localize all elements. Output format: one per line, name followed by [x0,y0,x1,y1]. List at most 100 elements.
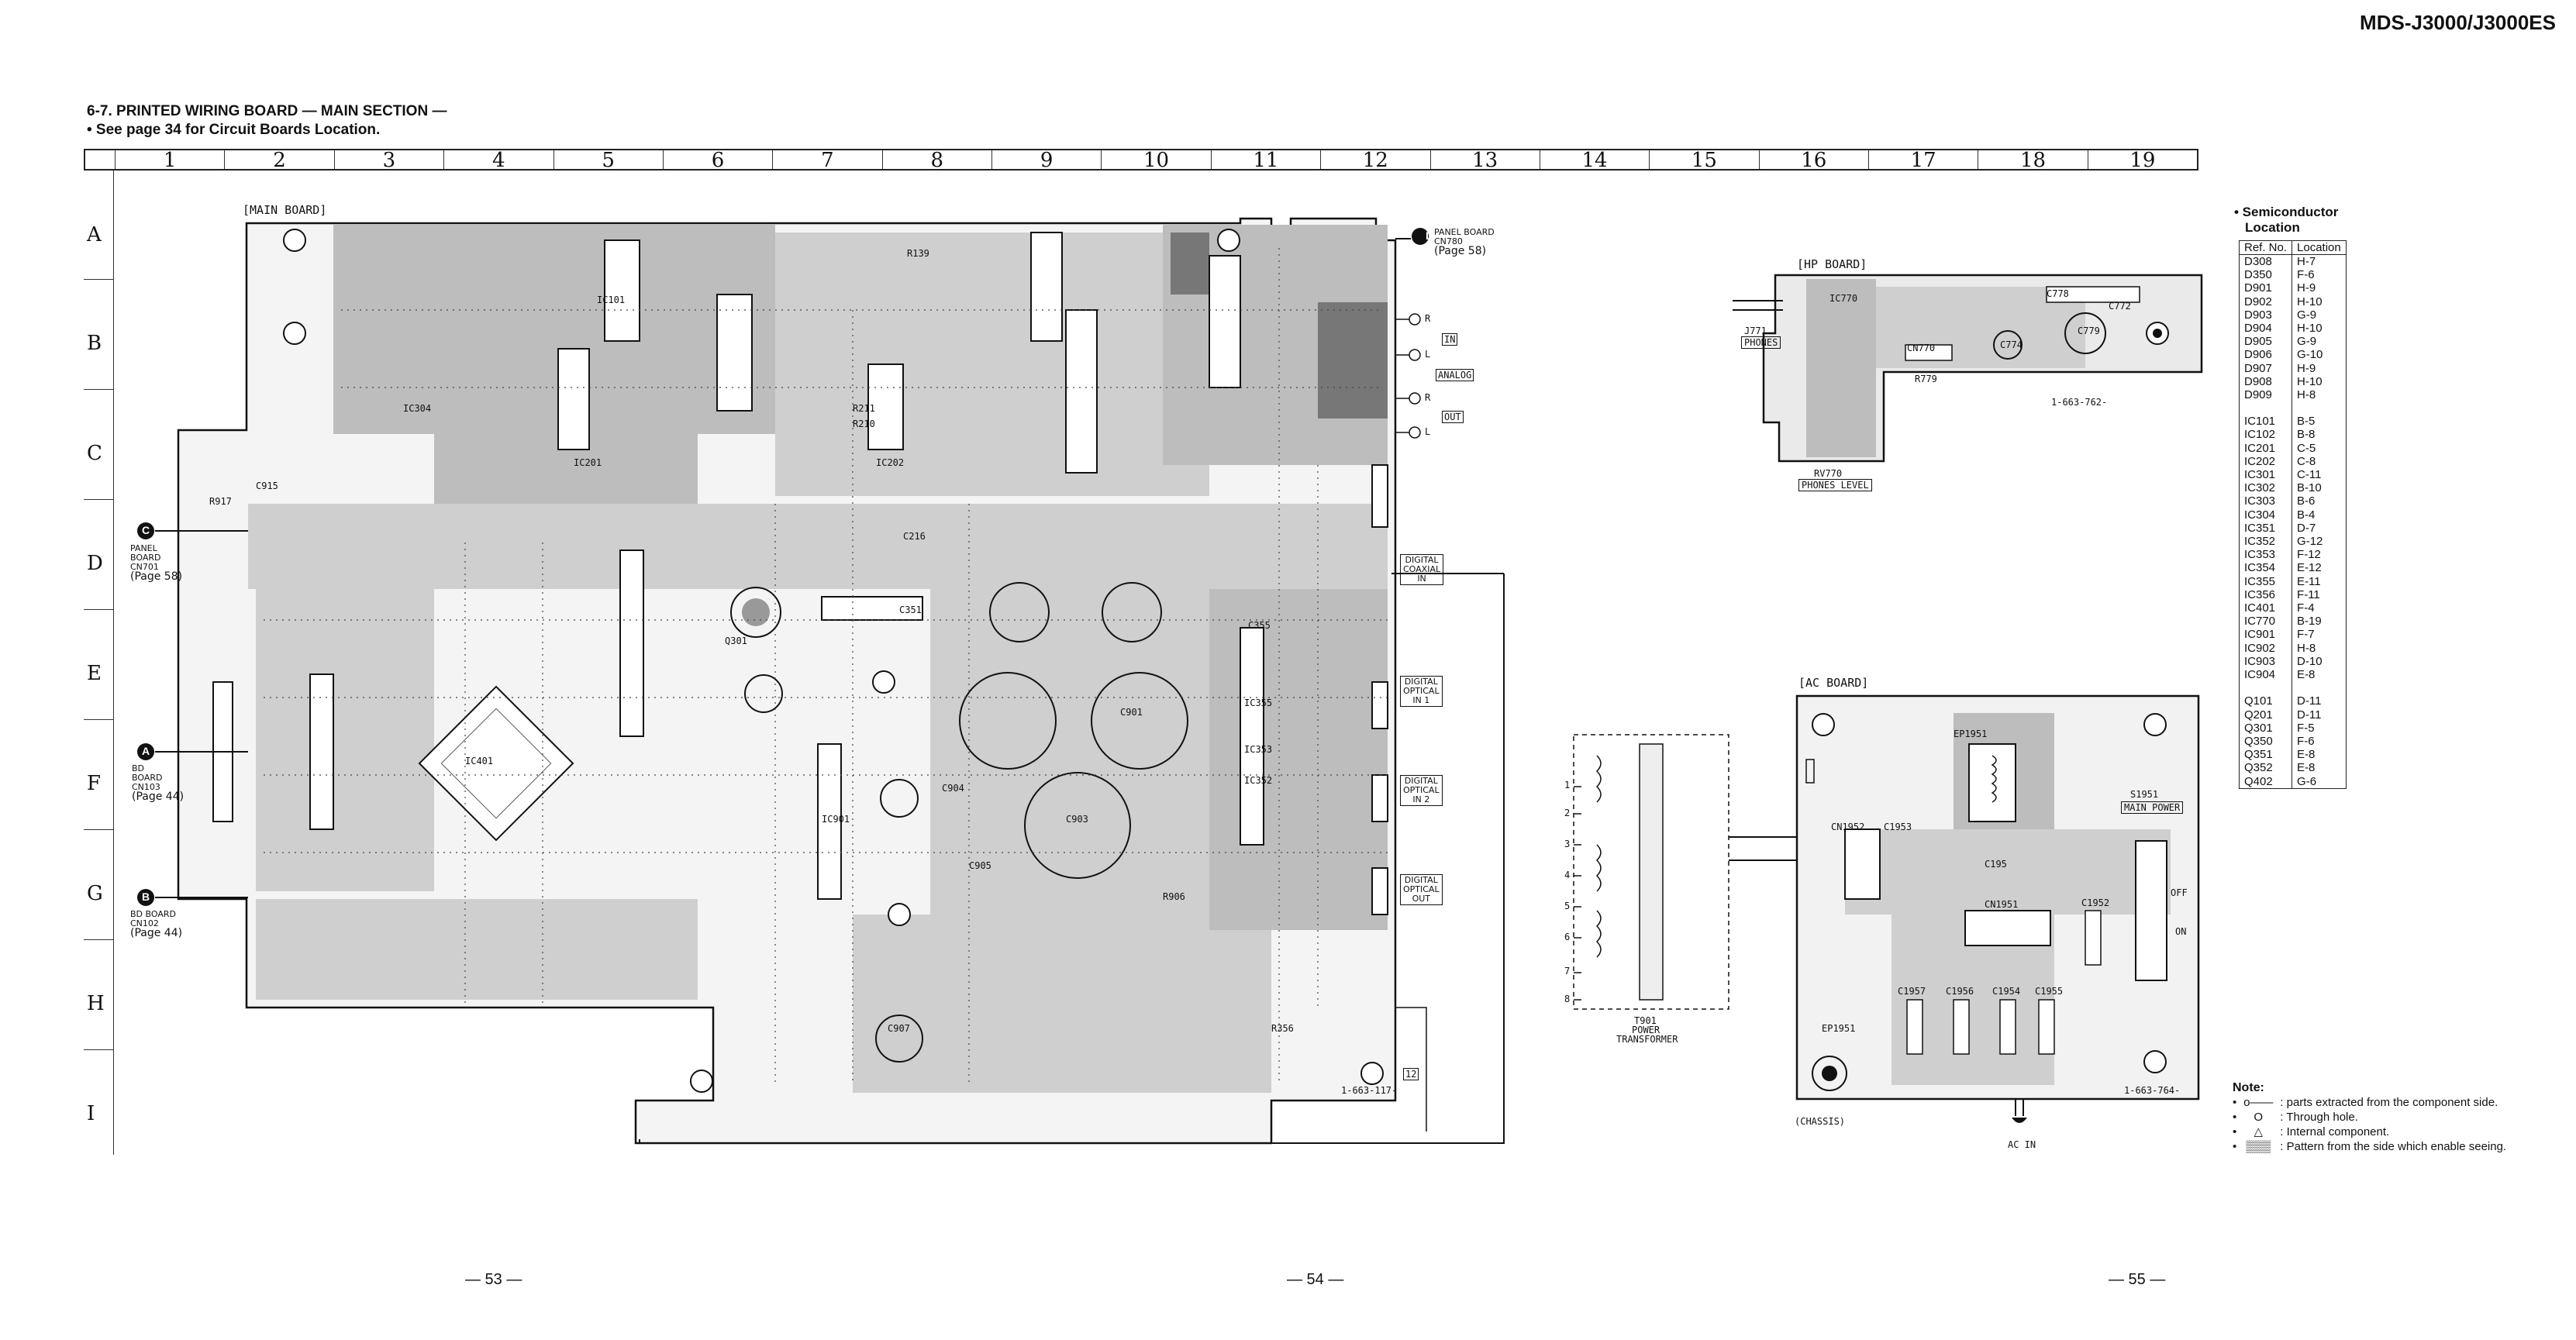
part-ref: C901 [1120,707,1143,718]
ref-no-cell: D350 [2238,268,2293,282]
ref-title-line2: Location [2245,220,2300,235]
ac-in-label: AC IN [2008,1139,2036,1150]
callout-D: PANEL BOARD CN780 (Page 58) [1434,228,1495,257]
part-ref: IC353 [1244,744,1273,755]
power-transformer [1573,734,1845,1010]
note-text: : Internal component. [2280,1125,2390,1138]
notes-list: •o——: parts extracted from the component… [2233,1095,2506,1154]
transformer-ref: T901 [1634,1015,1657,1026]
location-cell: B-8 [2292,428,2347,442]
row-B: B [87,332,102,355]
main-power-label: MAIN POWER [2121,801,2184,814]
col-18: 18 [1978,150,2088,171]
switch-off-label: OFF [2171,887,2188,898]
location-cell: D-11 [2292,708,2347,722]
location-cell: H-8 [2292,641,2347,655]
location-cell: B-4 [2292,508,2347,522]
location-cell: E-8 [2292,761,2347,775]
col-4: 4 [444,150,554,171]
location-cell: C-5 [2292,441,2347,455]
col-6: 6 [664,150,774,171]
note-symbol: △ [2254,1125,2264,1138]
note-symbol: O [2254,1111,2264,1124]
note-text: : Through hole. [2280,1111,2358,1124]
row-ruler: A B C D E F G H I [84,171,114,1155]
ref-no-cell: IC202 [2238,454,2293,469]
callout-C-text2: BOARD [130,553,161,563]
main-board [177,217,1505,1145]
ref-no-cell: IC904 [2238,668,2293,682]
callout-B-letter: B [141,890,150,903]
location-cell: F-5 [2292,721,2347,735]
location-cell: G-9 [2292,308,2347,322]
io-text: COAXIAL [1403,564,1441,574]
hp-part: R779 [1915,374,1937,384]
io-text: OPTICAL [1403,884,1440,894]
io-label-l1: L [1425,349,1431,360]
ref-no-cell: D903 [2238,308,2293,322]
col-16: 16 [1760,150,1869,171]
callout-D-letter: D [1425,229,1434,242]
ref-no-cell: IC354 [2238,561,2293,575]
io-text: IN [1417,574,1426,584]
location-cell: H-10 [2292,322,2347,336]
model-header: MDS-J3000/J3000ES [2360,11,2556,34]
transformer-pin: 3 [1564,839,1571,849]
location-cell: H-10 [2292,295,2347,308]
hp-part: CN770 [1907,343,1936,353]
ref-no-cell: IC401 [2238,601,2293,615]
hp-part: C772 [2109,301,2131,312]
callout-D-page: (Page 58) [1434,245,1487,257]
callout-C-text: PANEL [130,543,157,553]
location-cell: C-8 [2292,454,2347,469]
switch-on-label: ON [2175,926,2187,937]
location-cell: D-7 [2292,521,2347,536]
transformer-pin: 4 [1564,870,1571,880]
io-label-out: OUT [1442,411,1464,423]
ref-title-line1: • Semiconductor [2234,205,2339,219]
location-cell: D-10 [2292,654,2347,669]
hp-part: C779 [2078,326,2100,336]
part-ref: R139 [907,248,929,259]
ac-part: CN1951 [1985,899,2019,910]
ref-no-cell: IC301 [2238,468,2293,482]
col-5: 5 [554,150,664,171]
part-ref: C216 [903,531,926,542]
location-cell: E-12 [2292,561,2347,575]
part-ref: C905 [969,860,991,871]
row-tick [84,939,113,940]
location-cell: G-12 [2292,535,2347,549]
ref-no-cell: D902 [2238,295,2293,308]
part-ref: IC202 [876,457,905,468]
ac-part: C1957 [1898,986,1926,997]
transformer-pin: 1 [1564,780,1571,791]
ac-board-code: 1-663-764- [2124,1085,2181,1096]
ac-part: C195 [1985,859,2007,870]
location-cell: H-9 [2292,361,2347,375]
part-ref: IC355 [1244,698,1273,708]
part-ref: IC901 [822,814,850,825]
io-text: OUT [1412,894,1431,904]
hp-board [1733,274,2203,463]
part-ref: R906 [1163,891,1185,902]
callout-C-page: (Page 58) [130,570,183,583]
ref-no-cell: IC355 [2238,574,2293,588]
note-item: •o——: parts extracted from the component… [2233,1095,2506,1110]
callout-lines [137,228,1429,906]
callout-A-text3: CN103 [132,782,160,792]
io-text: IN 2 [1412,794,1430,804]
